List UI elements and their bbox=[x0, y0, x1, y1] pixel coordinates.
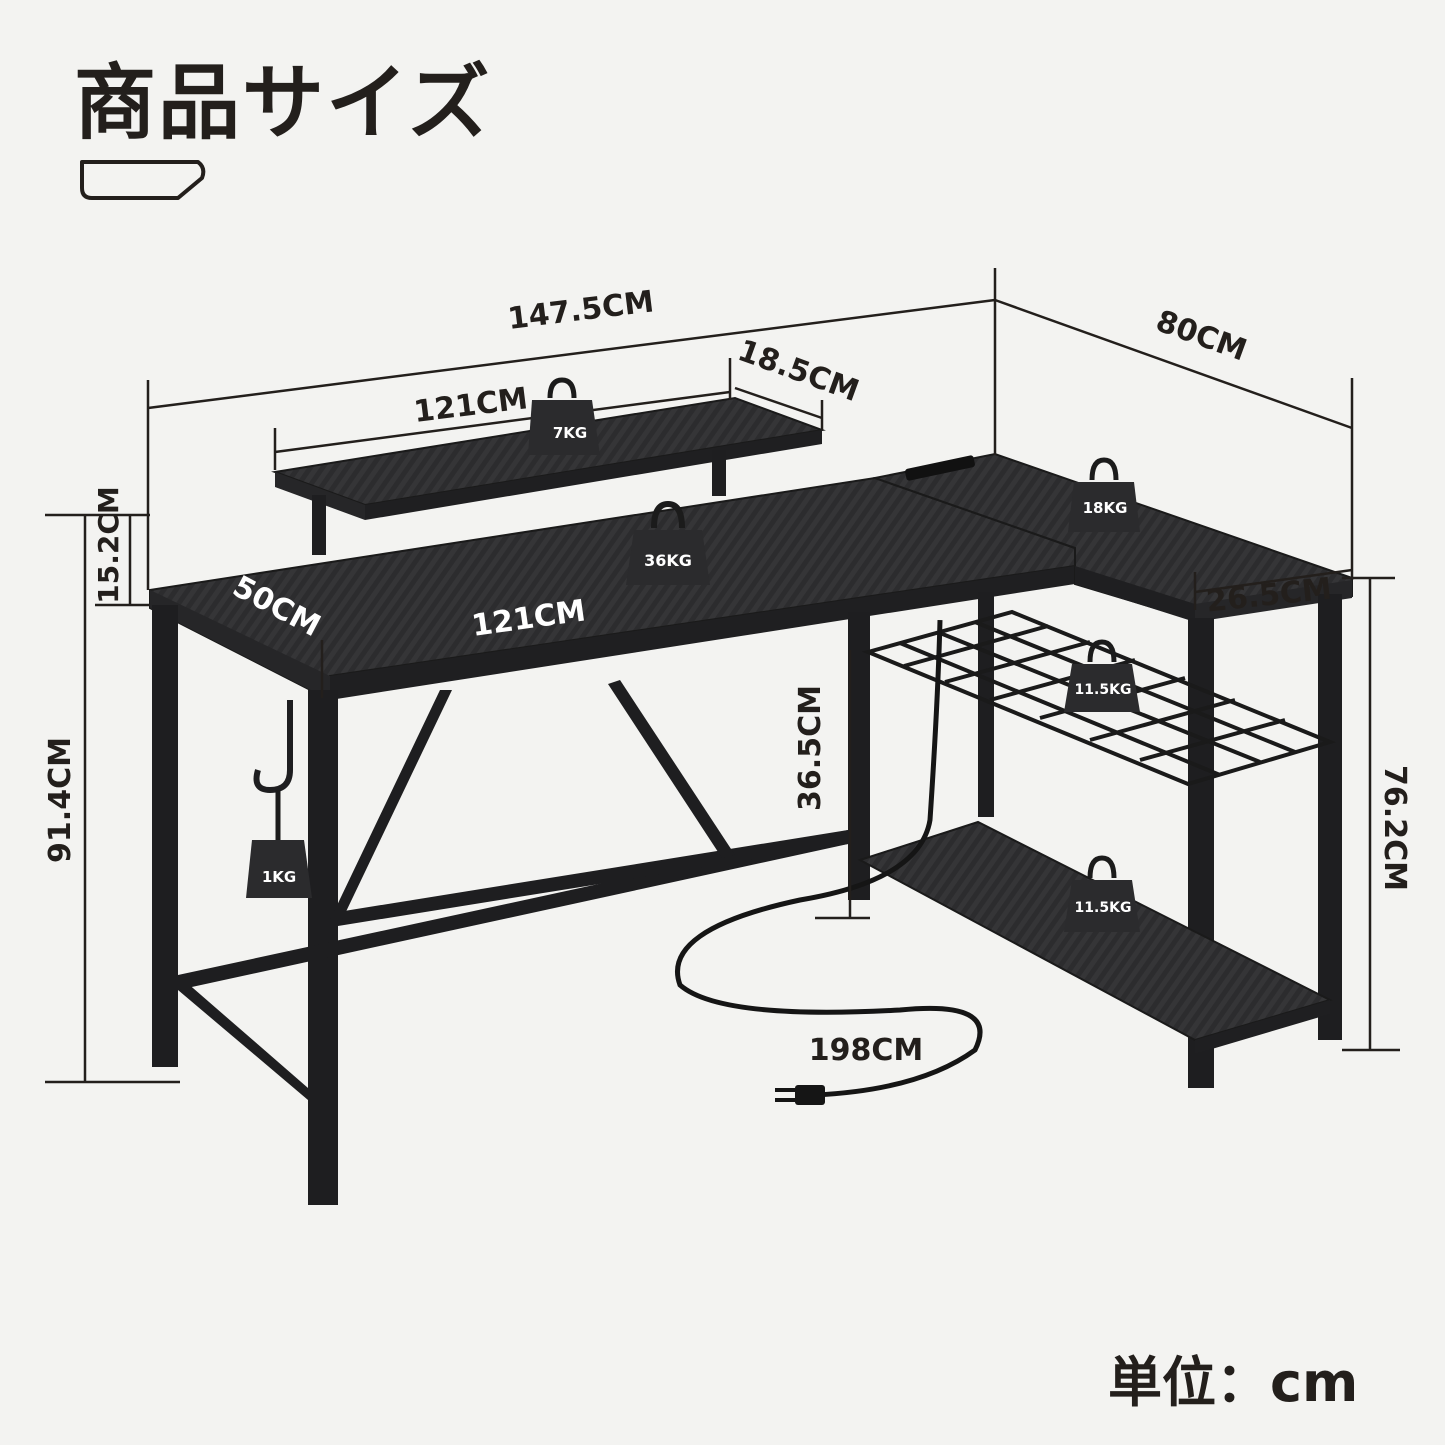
weight-11-5kg-wire-shelf bbox=[1064, 639, 1140, 712]
weight-label-hook: 1KG bbox=[262, 868, 296, 886]
weight-1kg-hook bbox=[246, 790, 312, 898]
dim-shelf-height: 15.2CM bbox=[92, 486, 125, 604]
dim-shelf-depth: 18.5CM bbox=[733, 333, 863, 409]
weight-7kg bbox=[528, 377, 600, 455]
weight-label-monitor-shelf: 7KG bbox=[553, 424, 587, 442]
dim-side-height: 76.2CM bbox=[1377, 765, 1412, 891]
dim-shelf-width: 121CM bbox=[412, 381, 530, 430]
unit-label: 単位：cm bbox=[1108, 1351, 1359, 1414]
weight-18kg bbox=[1068, 457, 1140, 532]
dim-cord-length: 198CM bbox=[809, 1033, 924, 1068]
l-shaped-desk bbox=[149, 396, 1353, 1205]
weight-label-desk-top: 36KG bbox=[644, 551, 692, 570]
page-title: 商品サイズ bbox=[74, 56, 492, 151]
dimension-lines bbox=[45, 268, 1400, 1084]
dim-total-width: 147.5CM bbox=[506, 284, 656, 337]
weight-label-side-top: 18KG bbox=[1083, 499, 1128, 517]
power-strip bbox=[905, 455, 975, 481]
power-plug bbox=[775, 1085, 825, 1105]
weight-11-5kg-bottom-shelf bbox=[1064, 855, 1140, 932]
weight-36kg bbox=[626, 500, 710, 585]
dim-total-height: 91.4CM bbox=[43, 737, 78, 863]
title-underline-decoration bbox=[80, 160, 206, 200]
dim-under-clearance: 36.5CM bbox=[793, 685, 828, 811]
weight-label-bottom-shelf: 11.5KG bbox=[1075, 900, 1132, 916]
weight-label-wire-shelf: 11.5KG bbox=[1075, 682, 1132, 698]
dim-side-depth: 80CM bbox=[1151, 304, 1251, 369]
power-cord bbox=[675, 619, 983, 1098]
side-hook bbox=[253, 700, 293, 794]
